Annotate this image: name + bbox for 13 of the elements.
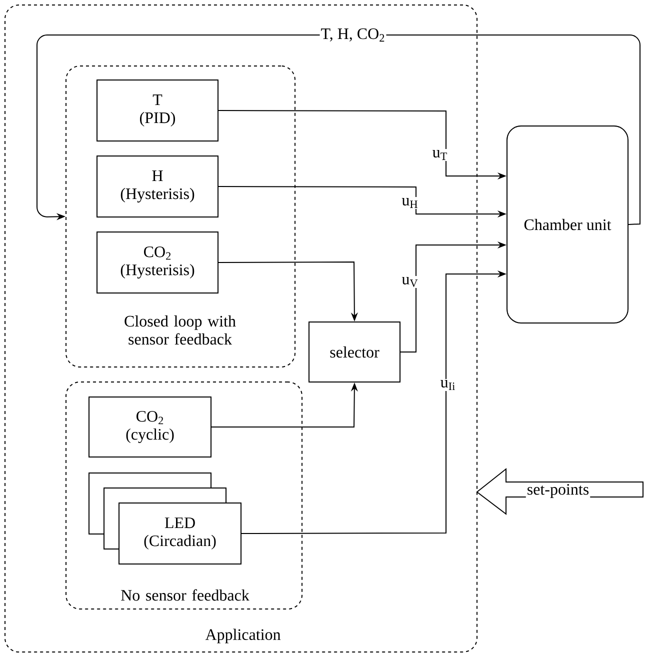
edge-label: T, H, CO$_{2}$ xyxy=(320,27,386,43)
process-box: CO$_{2}$ (Hysterisis) xyxy=(96,232,218,294)
stacked-boxes: LED (Circadian) xyxy=(88,472,242,564)
edge-label: u$_{V}$ xyxy=(400,276,420,288)
arrow xyxy=(36,34,640,225)
process-box: H (Hysterisis) xyxy=(96,156,218,218)
edge-label: u$_{H}$ xyxy=(400,197,420,209)
edge-label: u$_{Ii}$ xyxy=(439,379,457,391)
process-box: CO$_{2}$ (cyclic) xyxy=(88,396,212,458)
chamber-box: Chamber unit xyxy=(506,126,628,324)
process-box: T (PID) xyxy=(96,80,218,142)
edge-label: u$_{T}$ xyxy=(431,149,449,161)
process-box: selector xyxy=(308,322,400,382)
